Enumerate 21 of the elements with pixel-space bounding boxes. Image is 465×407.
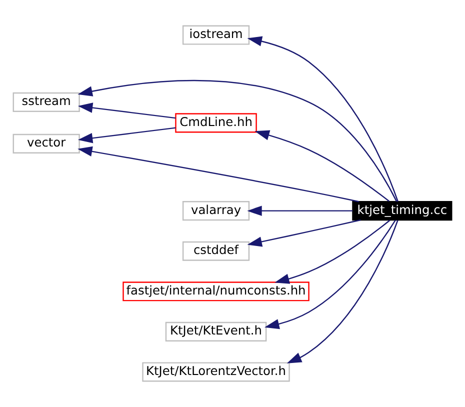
node-box: fastjet/internal/numconsts.hh [122,282,310,302]
arrow [247,206,353,216]
arrow [274,220,390,284]
arrow [78,80,398,202]
node-box: iostream [182,25,250,45]
arrow [78,146,359,202]
node-box: sstream [12,92,80,112]
node-box: cstddef [182,241,250,261]
arrow [247,36,398,202]
arrow [254,130,390,202]
arrow [247,219,361,247]
arrow [78,102,176,119]
arrow [264,220,396,330]
node-box: ktjet_timing.cc [352,201,452,221]
arrow [286,220,398,364]
node-box: KtJet/KtEvent.h [165,322,267,342]
node-box: CmdLine.hh [175,113,257,133]
node-box: KtJet/KtLorentzVector.h [142,362,290,382]
node-box: vector [12,134,80,154]
arrow [78,127,176,144]
node-box: valarray [182,201,250,221]
